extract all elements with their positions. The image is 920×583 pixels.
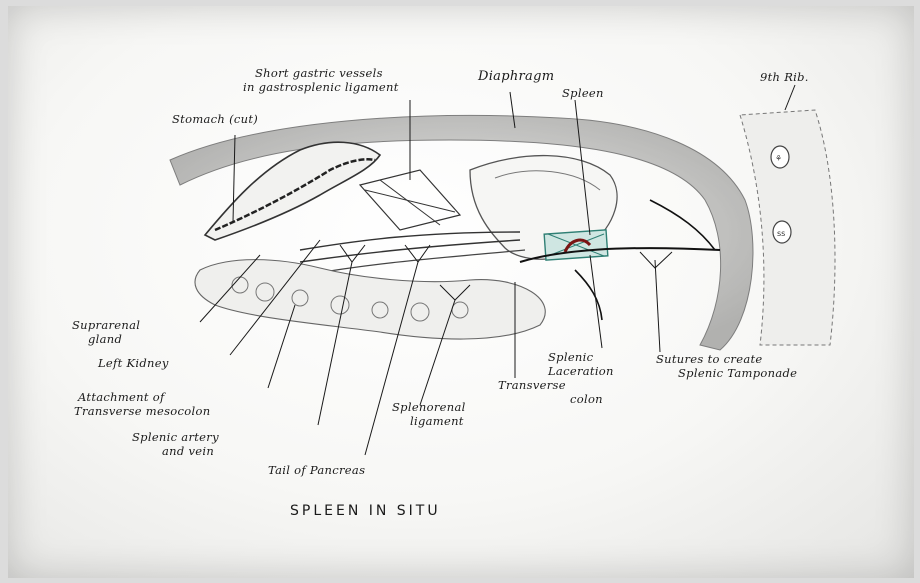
label-diaphragm: Diaphragm <box>478 70 554 84</box>
label-short-gastric: Short gastric vessels in gastrosplenic l… <box>243 66 399 94</box>
label-spleen: Spleen <box>562 86 604 100</box>
label-splenic-laceration: Splenic Laceration <box>548 350 614 378</box>
label-ninth-rib: 9th Rib. <box>760 70 809 84</box>
label-left-kidney: Left Kidney <box>98 356 169 370</box>
svg-text:⚘: ⚘ <box>775 154 782 163</box>
label-splenic-artery: Splenic artery and vein <box>132 430 219 458</box>
label-splenorenal: Splenorenal ligament <box>392 400 466 428</box>
svg-text:ss: ss <box>777 229 785 238</box>
label-sutures: Sutures to create Splenic Tamponade <box>656 352 797 380</box>
label-tail-pancreas: Tail of Pancreas <box>268 463 365 477</box>
diagram-caption: SPLEEN IN SITU <box>290 503 441 519</box>
label-stomach: Stomach (cut) <box>172 112 258 126</box>
label-suprarenal-gland: Suprarenal gland <box>72 318 140 346</box>
pancreas-shape <box>195 260 545 339</box>
label-mesocolon: Attachment of Transverse mesocolon <box>74 390 210 418</box>
label-transverse-colon: Transverse colon <box>498 378 603 406</box>
